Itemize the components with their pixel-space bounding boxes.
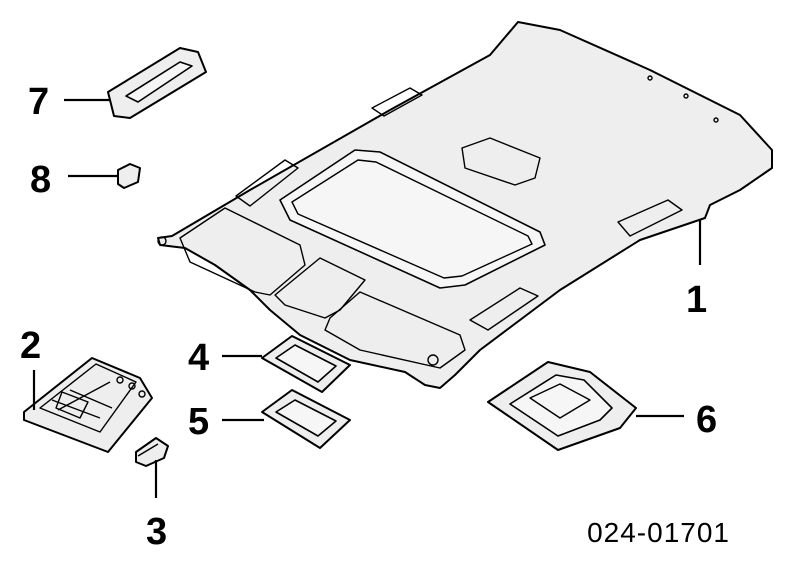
rear-lamp-housing (487, 361, 637, 451)
callout-5: 5 (188, 401, 209, 443)
leader-lines (32, 98, 702, 498)
sunroof-seal (261, 389, 351, 449)
callout-7: 7 (28, 81, 49, 123)
clip-part (135, 437, 169, 467)
overhead-console (23, 357, 153, 453)
callout-4: 4 (188, 337, 209, 379)
diagram-code: 024-01701 (587, 517, 730, 548)
callout-2: 2 (20, 325, 41, 367)
callout-6: 6 (696, 399, 717, 441)
callout-8: 8 (30, 159, 51, 201)
headliner-panel (157, 21, 773, 389)
callout-1: 1 (686, 279, 707, 321)
sunroof-frame-trim (261, 335, 351, 393)
handle-cap (117, 163, 141, 189)
callout-3: 3 (146, 511, 167, 553)
grab-handle (107, 47, 207, 119)
